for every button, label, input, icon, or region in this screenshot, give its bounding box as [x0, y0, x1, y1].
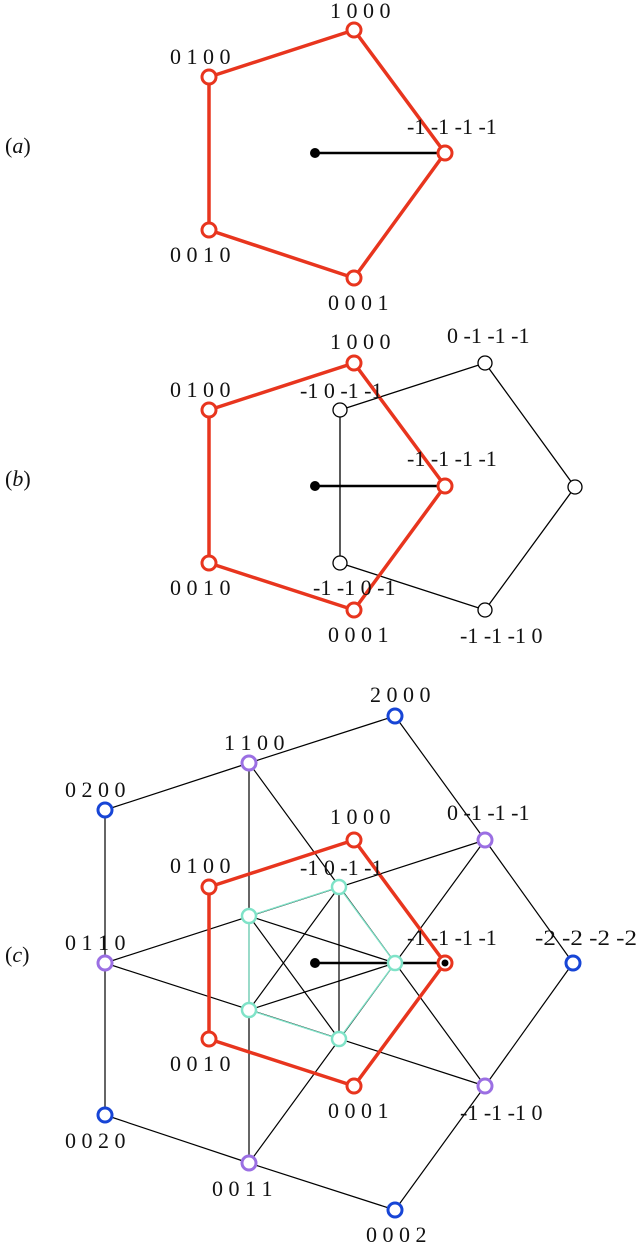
edge — [484, 839, 574, 964]
panel-c: (c) — [5, 682, 637, 1245]
panel-b-shifted-vertex-right — [567, 479, 583, 495]
panel-a-vertex-lower-left — [200, 221, 218, 239]
panel-c-cyan-figure — [248, 886, 396, 1040]
panel-c-label-purple-4: -1 -1 -1 0 — [460, 1100, 542, 1125]
panel-c-purple-vertex-1 — [240, 754, 258, 772]
panel-c-purple-vertex-4 — [476, 1077, 494, 1095]
panel-c-label-purple-1: 1 1 0 0 — [224, 730, 285, 755]
panel-b-shifted-label-top: 0 -1 -1 -1 — [447, 323, 529, 348]
edge — [394, 1085, 486, 1211]
panel-c-letter: c — [12, 942, 22, 967]
panel-b-shifted-vertex-lower-left — [332, 555, 348, 571]
panel-c-vertex-top — [345, 831, 363, 849]
panel-b-shifted-label-upper-left: -1 0 -1 -1 — [300, 378, 382, 403]
panel-c-blue-vertex-5 — [564, 954, 582, 972]
panel-a-label-lower-left: 0 0 1 0 — [170, 242, 231, 267]
panel-c-label-cyan-1: -1 0 -1 -1 — [300, 855, 382, 880]
edge — [484, 962, 574, 1087]
panel-b-shifted-label-lower-left: -1 -1 0 -1 — [313, 575, 395, 600]
panel-a-center-dot — [310, 148, 320, 158]
panel-b-label-right: -1 -1 -1 -1 — [407, 446, 497, 471]
panel-c-label-bottom: 0 0 0 1 — [328, 1098, 389, 1123]
panel-c-cyan-vertex-5 — [386, 954, 404, 972]
panel-b-label-bottom: 0 0 0 1 — [328, 622, 389, 647]
panel-b-letter: b — [12, 466, 23, 491]
panel-c-purple-vertex-2 — [96, 954, 114, 972]
panel-c-vertex-upper-left — [200, 878, 218, 896]
panel-b-label-lower-left: 0 0 1 0 — [170, 575, 231, 600]
edge — [248, 715, 396, 764]
panel-a-vertex-top — [345, 21, 363, 39]
panel-c-blue-vertex-1 — [386, 707, 404, 725]
panel-a: (a) 1 0 0 0 0 1 0 0 0 0 1 0 0 0 0 1 -1 -… — [5, 0, 497, 315]
panel-c-label-right: -1 -1 -1 -1 — [407, 925, 497, 950]
panel-c-cyan-vertex-2 — [240, 907, 258, 925]
panel-c-label-upper-left: 0 1 0 0 — [170, 853, 231, 878]
panel-a-label: (a) — [5, 133, 31, 158]
panel-a-letter: a — [12, 133, 23, 158]
panel-c-cyan-pentagon — [248, 886, 396, 1040]
panel-c-red-pentagon — [207, 838, 447, 1088]
panel-b: (b) 1 0 0 0 0 1 0 0 0 0 1 0 0 0 0 1 -1 -… — [5, 323, 583, 648]
panel-c-blue-vertex-3 — [96, 1106, 114, 1124]
panel-c-label-blue-3: 0 0 2 0 — [65, 1128, 126, 1153]
panel-a-label-right: -1 -1 -1 -1 — [407, 114, 497, 139]
panel-c-label-purple-3: 0 0 1 1 — [212, 1176, 273, 1201]
edge — [248, 886, 340, 1011]
panel-c-cyan-vertex-4 — [330, 1030, 348, 1048]
panel-a-vertex-upper-left — [200, 68, 218, 86]
panel-b-red-pentagon — [207, 361, 447, 612]
panel-b-label-top: 1 0 0 0 — [330, 329, 391, 354]
panel-c-label: (c) — [5, 942, 29, 967]
panel-a-label-bottom: 0 0 0 1 — [328, 290, 389, 315]
panel-c-vertex-lower-left — [200, 1030, 218, 1048]
panel-c-purple-vertex-5 — [476, 831, 494, 849]
panel-c-blue-vertex-4 — [386, 1201, 404, 1219]
edge — [248, 1162, 396, 1211]
edge — [394, 715, 486, 841]
panel-b-center-dot — [310, 481, 320, 491]
panel-a-red-pentagon — [207, 28, 447, 280]
panel-b-label-upper-left: 0 1 0 0 — [170, 377, 231, 402]
edge — [248, 915, 340, 1040]
panel-b-vertex-top — [345, 354, 363, 372]
panel-c-label-blue-4: 0 0 0 2 — [366, 1222, 427, 1245]
panel-b-vertex-right — [436, 477, 454, 495]
panel-c-label-lower-left: 0 0 1 0 — [170, 1051, 231, 1076]
panel-c-purple-vertex-3 — [240, 1154, 258, 1172]
edge — [104, 762, 250, 811]
panel-a-label-upper-left: 0 1 0 0 — [170, 44, 231, 69]
panel-c-label-blue-1: 2 0 0 0 — [370, 682, 431, 707]
panel-a-vertex-bottom — [345, 269, 363, 287]
panel-c-center-dot — [310, 958, 320, 968]
panel-b-shifted-vertex-bottom — [477, 602, 493, 618]
panel-c-label-blue-2: 0 2 0 0 — [65, 777, 126, 802]
panel-b-vertex-bottom — [345, 601, 363, 619]
panel-c-vertex-bottom — [345, 1077, 363, 1095]
panel-c-label-top: 1 0 0 0 — [330, 804, 391, 829]
panel-b-vertex-upper-left — [200, 401, 218, 419]
panel-c-label-purple-5: 0 -1 -1 -1 — [447, 800, 529, 825]
panel-a-vertex-right — [436, 144, 454, 162]
panel-c-label-purple-2: 0 1 1 0 — [65, 930, 126, 955]
edge — [248, 915, 396, 964]
panel-c-cyan-vertex-1 — [330, 878, 348, 896]
panel-c-blue-vertex-2 — [96, 801, 114, 819]
edge — [104, 1114, 250, 1164]
edge — [248, 962, 396, 1011]
panel-b-shifted-vertex-top — [477, 355, 493, 371]
panel-b-label: (b) — [5, 466, 31, 491]
panel-b-shifted-label-bottom: -1 -1 -1 0 — [460, 623, 542, 648]
panel-b-vertex-lower-left — [200, 554, 218, 572]
panel-a-label-top: 1 0 0 0 — [330, 0, 391, 23]
panel-c-cyan-vertex-3 — [240, 1001, 258, 1019]
panel-c-label-blue-5: -2 -2 -2 -2 — [535, 925, 637, 950]
panel-b-shifted-vertex-upper-left — [332, 402, 348, 418]
panel-c-vertex-right-dot — [441, 959, 449, 967]
panel-b-shifted-pentagon — [339, 362, 576, 611]
